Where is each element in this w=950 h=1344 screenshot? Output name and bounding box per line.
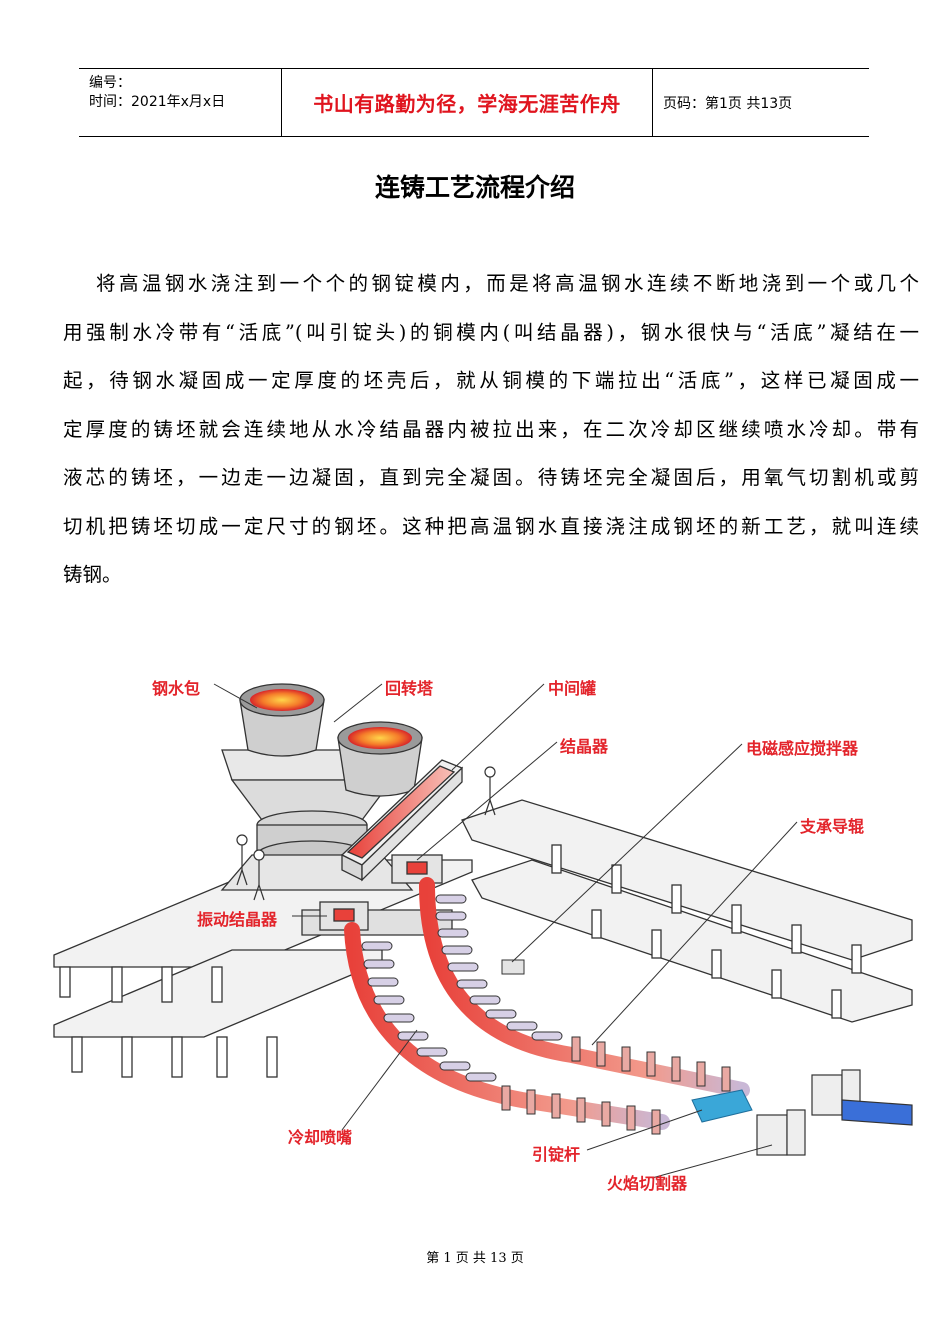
page-title: 连铸工艺流程介绍 xyxy=(374,173,575,202)
paragraph-line: 将高温钢水浇注到一个个的钢锭模内，而是将高温钢水连续不断地浇到一个或几个 xyxy=(96,272,919,295)
guide-rollers xyxy=(361,894,563,1082)
body-paragraph: 将高温钢水浇注到一个个的钢锭模内，而是将高温钢水连续不断地浇到一个或几个 用强制… xyxy=(63,265,919,605)
label-tundish: 中间罐 xyxy=(548,679,597,698)
label-mold: 结晶器 xyxy=(560,737,609,756)
header-meta: 编号： 时间：2021年x月x日 xyxy=(79,69,281,136)
label-oscillating-mold: 振动结晶器 xyxy=(197,910,278,929)
tundish xyxy=(340,759,464,882)
paragraph-line: 起，待钢水凝固成一定厚度的坯壳后，就从铜模的下端拉出“活底”，这样已凝固成一 xyxy=(63,369,919,392)
leader-lines xyxy=(213,683,798,1179)
label-stirrer: 电磁感应搅拌器 xyxy=(746,739,859,758)
runout-rollers xyxy=(501,1036,731,1135)
paragraph-line: 用强制水冷带有“活底”(叫引锭头)的铜模内(叫结晶器)，钢水很快与“活底”凝结在… xyxy=(63,320,919,344)
runout-platform xyxy=(461,799,913,1023)
label-spray: 冷却喷嘴 xyxy=(288,1128,353,1147)
page-footer: 第 1 页 共 13 页 xyxy=(426,1251,524,1266)
paragraph-line: 定厚度的铸坯就会连续地从水冷结晶器内被拉出来，在二次冷却区继续喷水冷却。带有 xyxy=(63,417,919,441)
strands xyxy=(344,877,750,1130)
header-table: 编号： 时间：2021年x月x日 书山有路勤为径，学海无涯苦作舟 页码：第1页 … xyxy=(79,68,869,137)
ladle-left xyxy=(239,683,325,757)
header-page-info: 页码：第1页 共13页 xyxy=(663,95,793,112)
label-cutter: 火焰切割器 xyxy=(607,1174,688,1193)
casting-machine-illustration xyxy=(53,683,913,1179)
dummy-bar xyxy=(691,1089,753,1123)
mold-blocks xyxy=(319,854,443,931)
label-dummy-bar: 引锭杆 xyxy=(532,1145,581,1164)
number-label: 编号： xyxy=(89,75,131,91)
ladle-right xyxy=(337,721,423,797)
stirrer-box xyxy=(501,959,525,975)
continuous-casting-diagram: 钢水包 回转塔 中间罐 结晶器 电磁感应搅拌器 支承导辊 振动结晶器 冷却喷嘴 … xyxy=(52,660,914,1205)
label-rollers: 支承导辊 xyxy=(800,817,865,836)
worker-figures xyxy=(236,766,496,901)
paragraph-line: 铸钢。 xyxy=(63,563,122,586)
date-line: 时间：2021年x月x日 xyxy=(89,94,226,110)
flame-cutters xyxy=(756,1069,913,1156)
paragraph-line: 液芯的铸坯，一边走一边凝固，直到完全凝固。待铸坯完全凝固后，用氧气切割机或剪 xyxy=(63,466,919,489)
label-turret: 回转塔 xyxy=(385,679,434,698)
header-motto: 书山有路勤为径，学海无涯苦作舟 xyxy=(281,69,653,136)
label-ladle: 钢水包 xyxy=(152,679,201,698)
paragraph-line: 切机把铸坯切成一定尺寸的钢坯。这种把高温钢水直接浇注成钢坯的新工艺，就叫连续 xyxy=(63,514,919,538)
